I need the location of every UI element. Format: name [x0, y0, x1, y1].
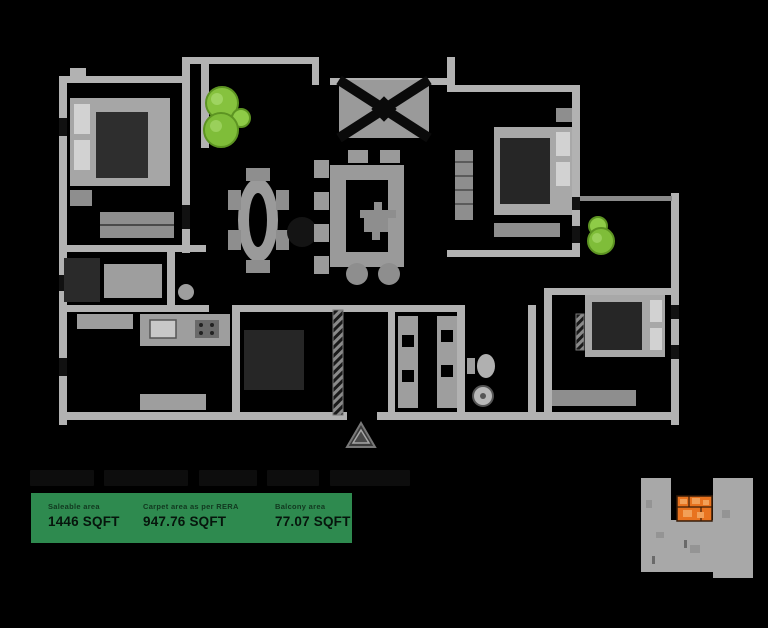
stat-item-saleable-area: Saleable area 1446 SQFT	[48, 502, 120, 530]
key-plan-thumbnail	[641, 478, 753, 578]
bedroom2-furniture	[64, 258, 194, 302]
dining-table-large	[314, 150, 404, 285]
bedroom1-furniture	[70, 98, 174, 238]
kitchen-furniture	[77, 314, 304, 410]
entry-triangle-icon	[345, 421, 377, 448]
dress-room-furniture	[398, 316, 457, 408]
redacted-title-block	[329, 470, 410, 486]
redacted-title-block	[104, 470, 189, 486]
walls	[59, 57, 679, 425]
stat-value: 1446 SQFT	[48, 514, 120, 529]
redacted-title-block	[198, 470, 257, 486]
foyer-x-floor	[336, 75, 432, 143]
deck-plants-icon	[203, 86, 251, 148]
stats-bar: Saleable area 1446 SQFT Carpet area as p…	[31, 493, 352, 543]
stat-label: Balcony area	[275, 502, 326, 511]
dining-table-oval	[228, 168, 317, 273]
master-bedroom-furniture	[455, 108, 572, 237]
stat-value: 77.07 SQFT	[275, 514, 351, 529]
stat-item-balcony-area: Balcony area 77.07 SQFT	[275, 502, 351, 530]
redacted-title-block	[30, 470, 94, 486]
stat-item-carpet-area: Carpet area as per RERA 947.76 SQFT	[143, 502, 239, 530]
key-plan-highlight-unit	[676, 495, 713, 522]
duct-hatch	[332, 309, 585, 416]
redacted-title	[30, 470, 416, 486]
balcony-plant-icon	[587, 216, 615, 255]
stat-label: Saleable area	[48, 502, 100, 511]
stat-value: 947.76 SQFT	[143, 514, 227, 529]
redacted-title-block	[267, 470, 320, 486]
stat-label: Carpet area as per RERA	[143, 502, 239, 511]
bathroom-fixtures	[467, 354, 495, 407]
bedroom3-furniture	[552, 295, 665, 406]
